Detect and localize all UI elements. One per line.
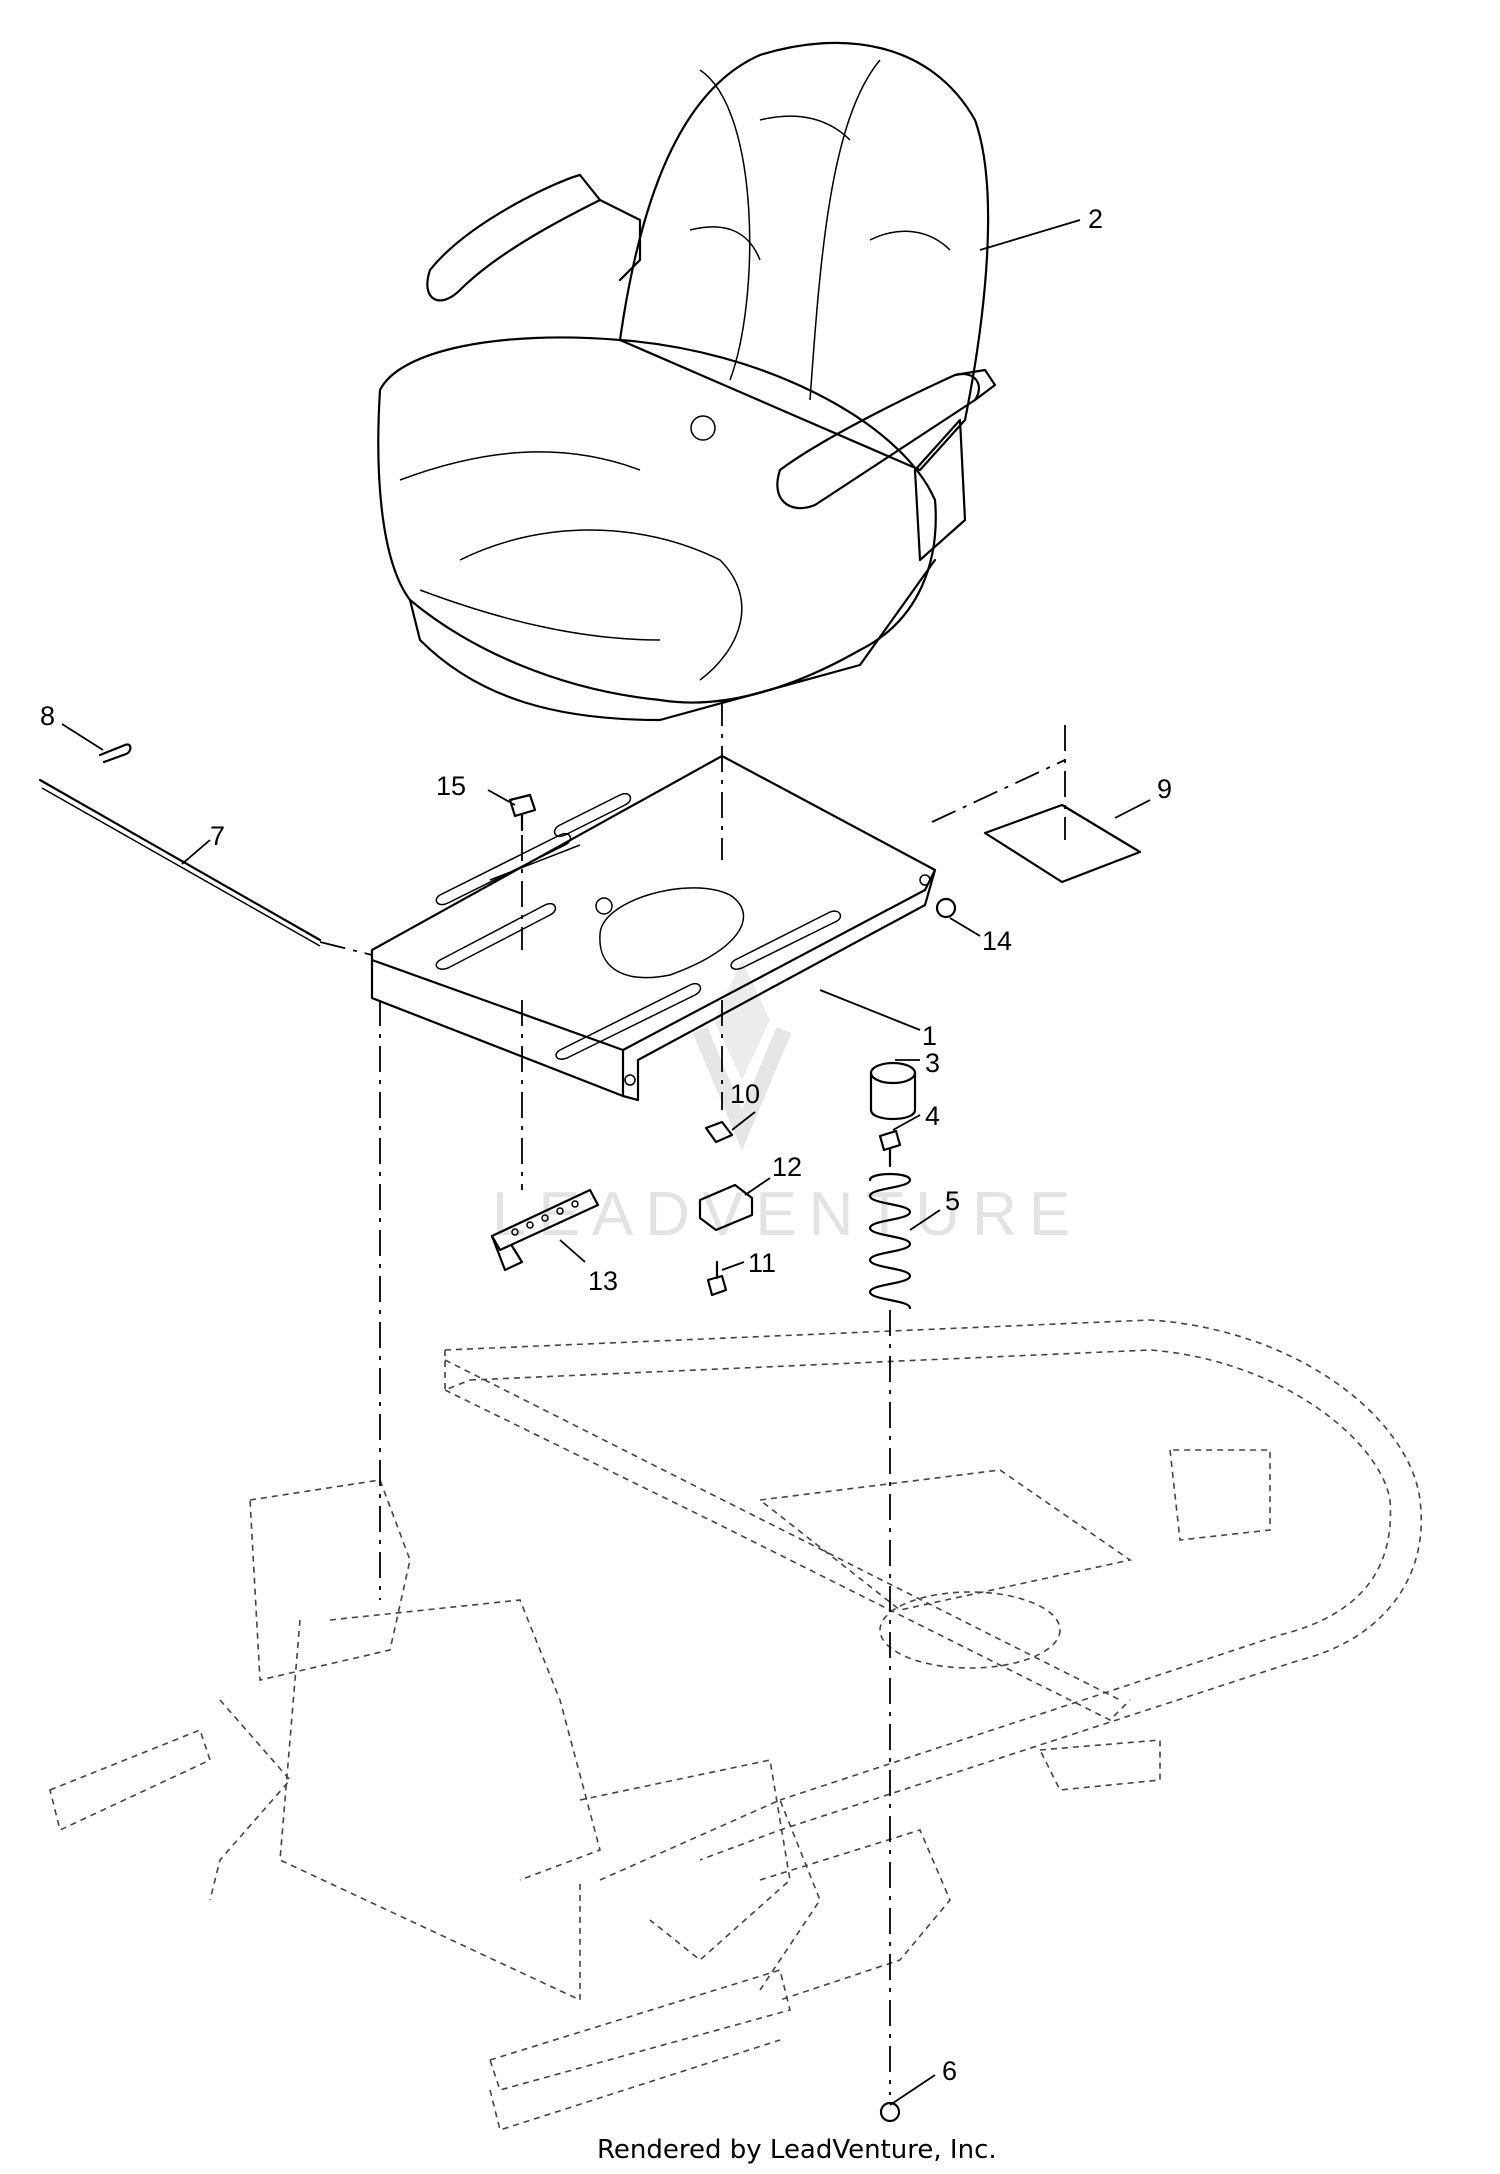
render-credit: Rendered by LeadVenture, Inc. <box>597 2135 997 2165</box>
callout-11: 11 <box>748 1248 776 1278</box>
nut-14-part <box>935 897 957 919</box>
callout-1: 1 <box>922 1021 937 1051</box>
callout-5: 5 <box>945 1186 960 1216</box>
callout-4: 4 <box>925 1101 940 1131</box>
clip-nut-part <box>704 1120 734 1144</box>
watermark-text: LEADVENTURE <box>492 1180 1082 1249</box>
bolt-11-part <box>706 1260 728 1297</box>
callout-6: 6 <box>942 2056 957 2086</box>
callout-12: 12 <box>772 1152 802 1182</box>
callout-3: 3 <box>925 1048 940 1078</box>
decal-part <box>983 803 1142 884</box>
callout-10: 10 <box>730 1079 760 1109</box>
callout-2: 2 <box>1088 204 1103 234</box>
callout-7: 7 <box>210 821 225 851</box>
frame-chassis <box>49 1319 1422 2132</box>
seat-pan-part <box>370 754 937 1102</box>
nut-6-part <box>879 2101 901 2123</box>
seat-part <box>377 41 997 722</box>
bracket-13-part <box>490 1188 600 1272</box>
bolt-15-part <box>508 793 537 832</box>
bumper-part <box>869 1061 917 1120</box>
watermark: LEADVENTURE <box>492 960 1082 1249</box>
rod-part <box>38 778 322 942</box>
assembly-lines <box>319 700 1066 2095</box>
callout-13: 13 <box>588 1266 618 1296</box>
callout-9: 9 <box>1157 774 1172 804</box>
callout-15: 15 <box>436 771 466 801</box>
callout-labels: 1 2 3 4 5 6 7 8 9 10 11 12 13 14 15 <box>40 204 1172 2086</box>
callout-14: 14 <box>982 926 1012 956</box>
callout-8: 8 <box>40 701 55 731</box>
bracket-12-part <box>698 1183 754 1232</box>
clip-part <box>98 743 132 764</box>
bolt-4-part <box>878 1129 902 1168</box>
spring-part <box>868 1172 912 1310</box>
leader-lines <box>61 219 1151 2106</box>
